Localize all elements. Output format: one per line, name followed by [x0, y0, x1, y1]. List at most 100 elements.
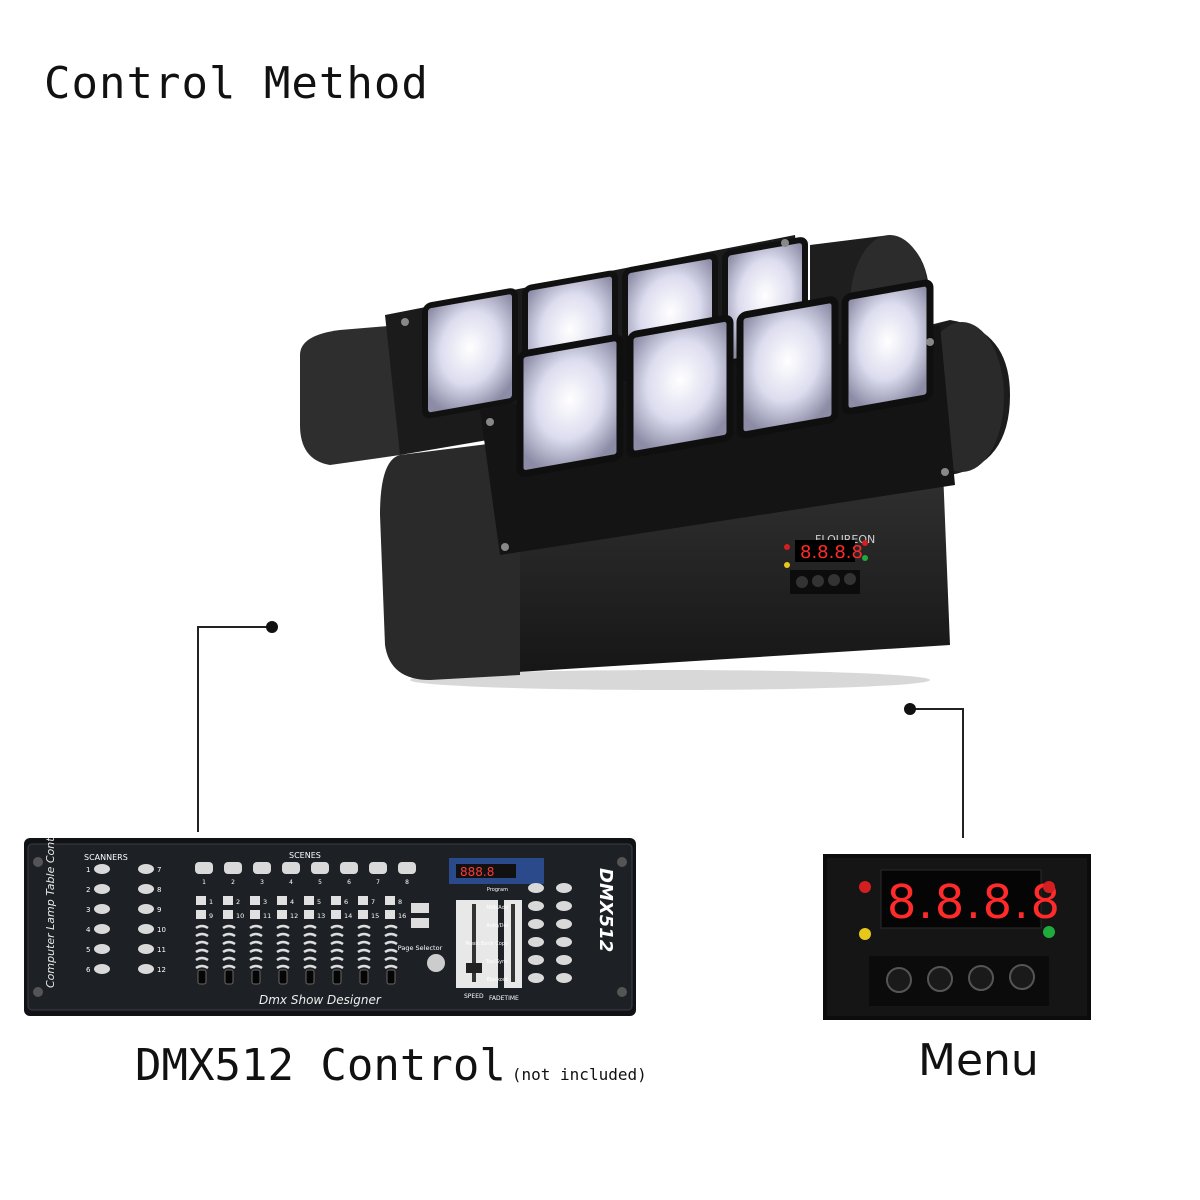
- scanner-button[interactable]: [138, 944, 154, 954]
- channel-fader-knob[interactable]: [197, 969, 207, 985]
- scene-button[interactable]: [311, 862, 329, 874]
- fadetime-label: FADETIME: [489, 995, 519, 1002]
- scenes-label: SCENES: [289, 851, 321, 860]
- scanner-button[interactable]: [94, 864, 110, 874]
- function-button[interactable]: [528, 919, 544, 929]
- fader-tick: [222, 940, 236, 946]
- channel-button[interactable]: [196, 910, 206, 919]
- fader-tick: [195, 924, 209, 930]
- fixture-display: 8.8.8.8: [800, 542, 863, 563]
- fader-tick: [249, 924, 263, 930]
- function-button[interactable]: [528, 973, 544, 983]
- fader-tick: [276, 948, 290, 954]
- fader-tick: [384, 948, 398, 954]
- scanner-button[interactable]: [138, 924, 154, 934]
- channel-number: 5: [317, 898, 321, 906]
- channel-number: 9: [209, 912, 213, 920]
- channel-fader-knob[interactable]: [251, 969, 261, 985]
- function-button[interactable]: [528, 883, 544, 893]
- menu-button-1[interactable]: [886, 967, 912, 993]
- menu-button-3[interactable]: [968, 965, 994, 991]
- scanner-button[interactable]: [94, 964, 110, 974]
- scanner-number: 4: [86, 926, 91, 934]
- function-button[interactable]: [556, 973, 572, 983]
- menu-button-2[interactable]: [927, 966, 953, 992]
- scanner-button[interactable]: [138, 904, 154, 914]
- function-button[interactable]: [528, 937, 544, 947]
- fader-tick: [276, 940, 290, 946]
- channel-button[interactable]: [250, 896, 260, 905]
- channel-button[interactable]: [196, 896, 206, 905]
- channel-button[interactable]: [250, 910, 260, 919]
- scanner-button[interactable]: [94, 904, 110, 914]
- channel-fader-knob[interactable]: [278, 969, 288, 985]
- scanner-button[interactable]: [94, 944, 110, 954]
- scanner-number: 12: [157, 966, 166, 974]
- fader-tick: [249, 964, 263, 970]
- function-button[interactable]: [556, 919, 572, 929]
- menu-button-4[interactable]: [1009, 964, 1035, 990]
- channel-button[interactable]: [223, 896, 233, 905]
- fader-tick: [330, 924, 344, 930]
- fader-tick: [357, 924, 371, 930]
- scene-button[interactable]: [340, 862, 358, 874]
- scene-number: 5: [318, 879, 322, 886]
- function-button[interactable]: [556, 937, 572, 947]
- channel-button[interactable]: [358, 910, 368, 919]
- channel-button[interactable]: [304, 896, 314, 905]
- dmx512-controller: Computer Lamp Table Controller SCANNERS …: [24, 838, 636, 1016]
- channel-fader-knob[interactable]: [224, 969, 234, 985]
- channel-number: 16: [398, 912, 406, 920]
- function-button[interactable]: [556, 883, 572, 893]
- channel-fader-knob[interactable]: [332, 969, 342, 985]
- fader-tick: [303, 948, 317, 954]
- channel-button[interactable]: [304, 910, 314, 919]
- menu-caption: Menu: [918, 1035, 1039, 1086]
- channel-button[interactable]: [358, 896, 368, 905]
- channel-button[interactable]: [277, 910, 287, 919]
- menu-panel: 8.8.8.8: [823, 854, 1091, 1020]
- fader-tick: [222, 964, 236, 970]
- channel-button[interactable]: [331, 896, 341, 905]
- dmx-caption: DMX512 Control(not included): [135, 1040, 647, 1091]
- scanner-button[interactable]: [138, 964, 154, 974]
- function-button[interactable]: [556, 955, 572, 965]
- channel-button[interactable]: [277, 896, 287, 905]
- fader-tick: [195, 948, 209, 954]
- scene-button[interactable]: [195, 862, 213, 874]
- channel-fader-knob[interactable]: [359, 969, 369, 985]
- scene-button[interactable]: [224, 862, 242, 874]
- function-button[interactable]: [528, 955, 544, 965]
- scanner-number: 7: [157, 866, 161, 874]
- scanner-number: 11: [157, 946, 166, 954]
- led-green: [1043, 926, 1055, 938]
- function-button[interactable]: [556, 901, 572, 911]
- scene-button[interactable]: [369, 862, 387, 874]
- scanner-button[interactable]: [138, 864, 154, 874]
- scene-button[interactable]: [282, 862, 300, 874]
- scene-button[interactable]: [398, 862, 416, 874]
- fader-tick: [330, 948, 344, 954]
- scanner-number: 6: [86, 966, 91, 974]
- fader-tick: [222, 948, 236, 954]
- channel-button[interactable]: [223, 910, 233, 919]
- fader-tick: [249, 940, 263, 946]
- function-button[interactable]: [528, 901, 544, 911]
- channel-button[interactable]: [331, 910, 341, 919]
- function-label: Blackout: [486, 977, 508, 983]
- channel-fader-knob[interactable]: [386, 969, 396, 985]
- channel-fader-knob[interactable]: [305, 969, 315, 985]
- channel-number: 10: [236, 912, 244, 920]
- function-label: Auto/Del: [486, 923, 508, 929]
- scanner-button[interactable]: [138, 884, 154, 894]
- scene-button[interactable]: [253, 862, 271, 874]
- scanner-button[interactable]: [94, 924, 110, 934]
- channel-button[interactable]: [385, 896, 395, 905]
- channel-button[interactable]: [385, 910, 395, 919]
- scanner-button[interactable]: [94, 884, 110, 894]
- channel-number: 6: [344, 898, 348, 906]
- channel-number: 2: [236, 898, 240, 906]
- fader-tick: [276, 956, 290, 962]
- dmx-note-label: (not included): [511, 1065, 647, 1084]
